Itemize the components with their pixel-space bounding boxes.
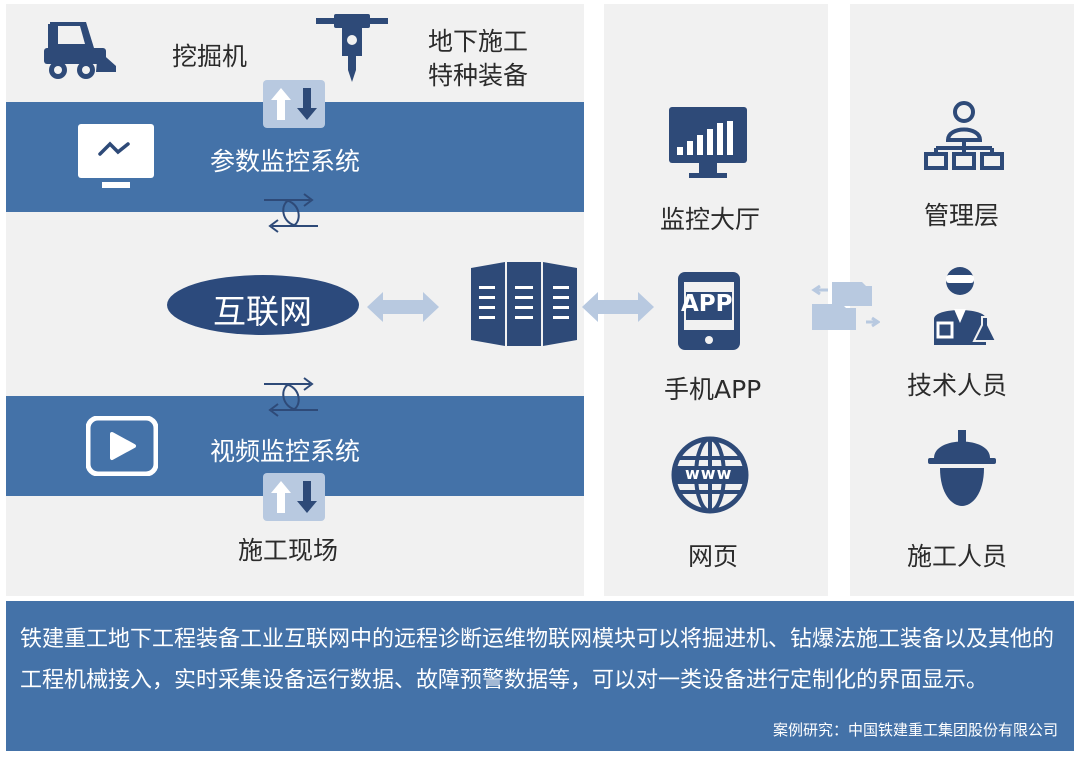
worker-label: 施工人员: [907, 542, 1008, 571]
exchange-arrows-icon: [264, 193, 318, 233]
caption-text: 铁建重工地下工程装备工业互联网中的远程诊断运维物联网模块可以将掘进机、钻爆法施工…: [20, 627, 1055, 693]
dashboard-icon: [669, 107, 747, 178]
scientist-icon: [934, 267, 998, 345]
webpage-label: 网页: [688, 542, 739, 571]
org-chart-icon: [924, 101, 1004, 170]
exchange-arrows-icon: [264, 377, 318, 417]
caption-credit: 案例研究：中国铁建重工集团股份有限公司: [772, 721, 1058, 739]
drill-icon: [316, 14, 388, 82]
mobile-app-label: 手机APP: [664, 375, 762, 404]
loader-icon: [44, 22, 116, 79]
internet-label: 互联网: [213, 292, 312, 331]
server-icon: [471, 262, 577, 346]
www-icon-text: www: [685, 464, 733, 483]
double-arrow-icon: [582, 292, 654, 322]
technician-label: 技术人员: [907, 371, 1008, 400]
param-system-label: 参数监控系统: [210, 147, 361, 176]
app-icon-text: APP: [681, 291, 733, 317]
underground-label-line1: 地下施工: [428, 27, 529, 56]
transfer-icon: [811, 282, 880, 330]
excavator-label: 挖掘机: [172, 42, 248, 71]
site-label: 施工现场: [238, 536, 339, 565]
swap-arrows-icon: [263, 473, 325, 521]
double-arrow-icon: [367, 292, 439, 322]
play-icon: [86, 416, 158, 476]
www-globe-icon: [671, 436, 749, 514]
swap-arrows-icon: [263, 80, 325, 128]
monitor-icon: [78, 124, 154, 188]
management-label: 管理层: [924, 201, 1000, 230]
hardhat-worker-icon: [928, 430, 996, 506]
caption-box: 铁建重工地下工程装备工业互联网中的远程诊断运维物联网模块可以将掘进机、钻爆法施工…: [6, 601, 1074, 751]
underground-label-line2: 特种装备: [428, 61, 529, 90]
video-system-label: 视频监控系统: [210, 437, 361, 466]
monitor-hall-label: 监控大厅: [660, 205, 761, 234]
app-icon: [678, 272, 740, 350]
internet-ellipse: [167, 275, 359, 335]
